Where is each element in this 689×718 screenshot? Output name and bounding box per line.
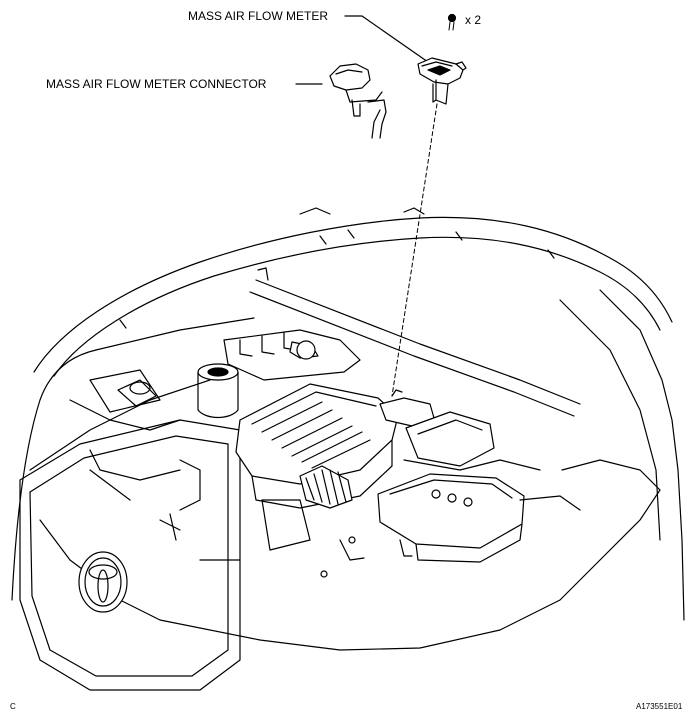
maf-connector-part: [329, 63, 387, 139]
bolt-icon: [447, 13, 457, 31]
fuel-canister: [197, 363, 239, 419]
toyota-emblem: [78, 551, 128, 613]
right-engine-cover: [403, 411, 541, 471]
maf-connector-label: MASS AIR FLOW METER CONNECTOR: [46, 77, 267, 91]
maf-meter-leader: [344, 15, 429, 63]
relay-box: [377, 473, 525, 563]
cowl-panel: [249, 267, 581, 417]
maf-meter-label: MASS AIR FLOW METER: [188, 9, 329, 23]
install-path-dashed-line: [391, 103, 438, 397]
intake-hose: [261, 465, 353, 551]
figure-id: A173551E01: [636, 702, 683, 711]
air-cleaner-box: [223, 329, 361, 381]
engine-cover: [235, 383, 399, 509]
maf-meter-part: [417, 57, 467, 105]
front-grille: [19, 419, 241, 691]
engine-details: [89, 459, 581, 578]
vehicle-body: [11, 289, 685, 651]
hood: [33, 207, 673, 377]
footer-left-code: C: [10, 702, 16, 711]
bolt-quantity-label: x 2: [465, 13, 482, 27]
battery-area: [69, 369, 181, 431]
